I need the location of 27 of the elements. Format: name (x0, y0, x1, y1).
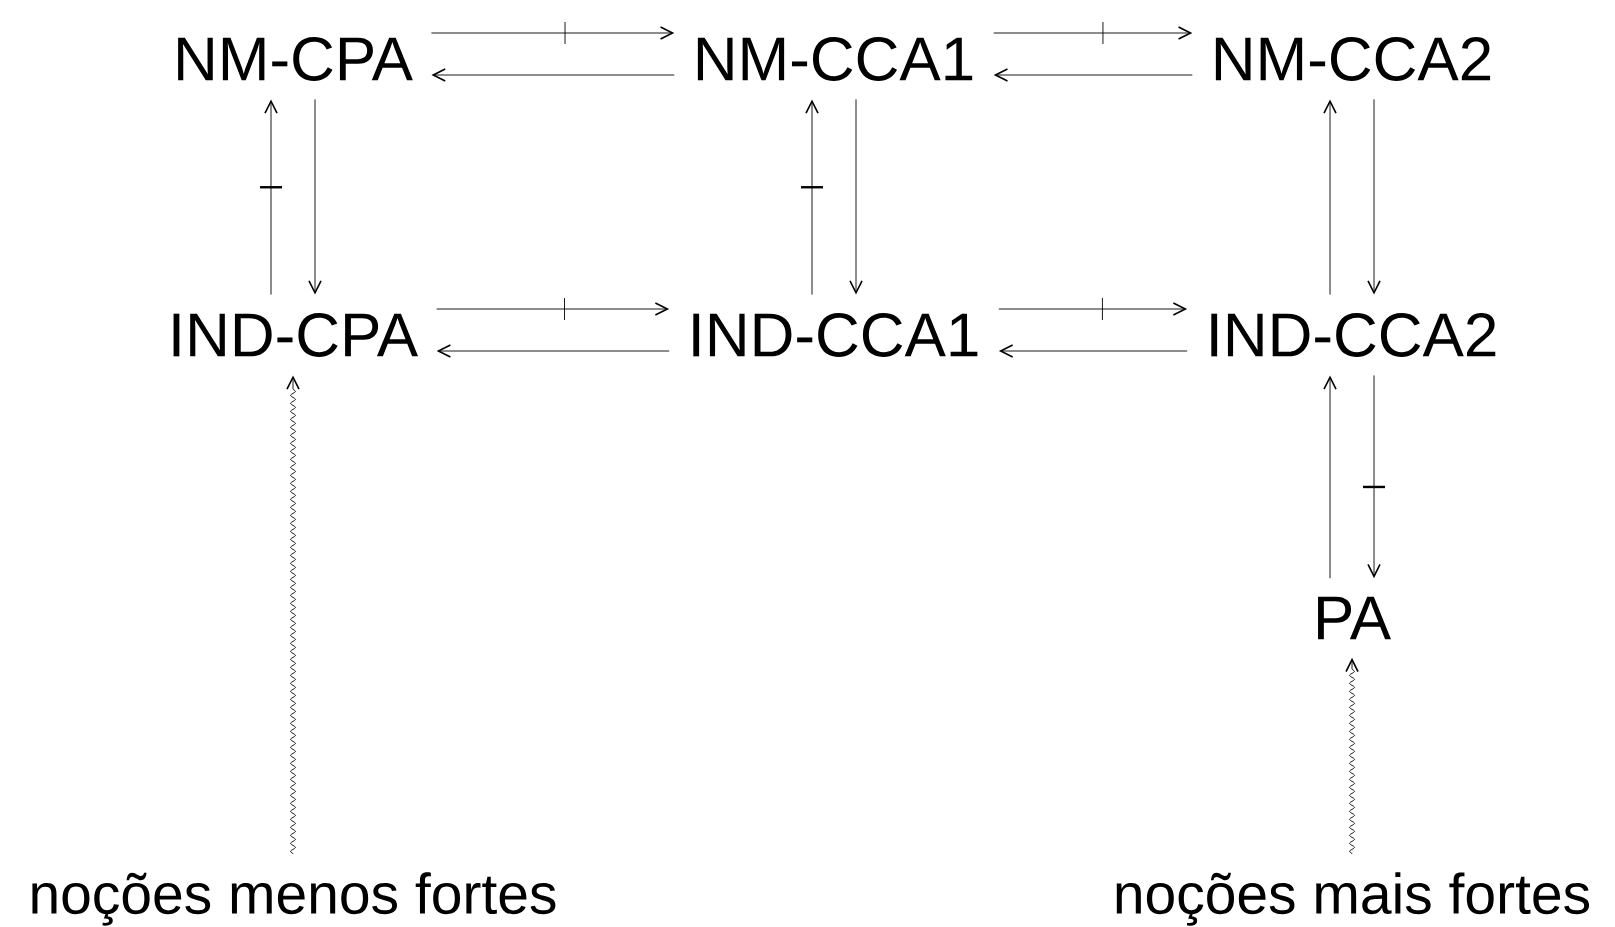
notion-label: PA (1318, 596, 1391, 640)
notion-label: IND-CCA2 (1211, 313, 1496, 357)
arrow (1323, 99, 1337, 296)
arrow (431, 68, 675, 82)
arrow (436, 344, 670, 358)
notion-label: NM-CPA (178, 37, 413, 81)
arrow (431, 21, 675, 45)
arrow (1367, 98, 1381, 295)
arrow (1345, 657, 1359, 855)
notion-label: IND-CCA1 (693, 313, 978, 357)
arrow (308, 98, 322, 295)
arrow (993, 68, 1193, 82)
arrow (1323, 375, 1337, 579)
arrow (993, 21, 1193, 45)
arrow (1363, 374, 1385, 579)
arrow (998, 344, 1188, 358)
notion-label: NM-CCA1 (697, 37, 973, 81)
arrow (849, 98, 863, 295)
notion-label: IND-CPA (173, 313, 419, 357)
arrow (998, 297, 1188, 321)
notion-label: NM-CCA2 (1215, 37, 1491, 81)
arrow (801, 99, 823, 296)
arrow (286, 375, 300, 855)
arrow (436, 297, 670, 321)
note-label: noções mais fortes (1116, 872, 1590, 926)
note-label: noções menos fortes (32, 872, 556, 926)
arrow (260, 99, 282, 296)
